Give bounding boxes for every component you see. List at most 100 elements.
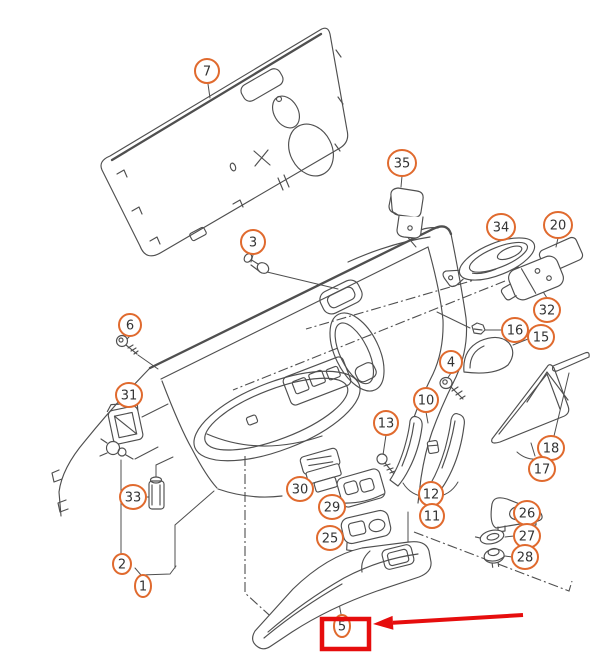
callout-ring-17 bbox=[528, 456, 556, 482]
callout-29: 29 bbox=[318, 494, 346, 520]
callout-17: 17 bbox=[528, 456, 556, 482]
callout-number-20: 20 bbox=[550, 219, 567, 234]
highlight-arrow-shaft bbox=[392, 613, 524, 625]
part-35-hook bbox=[388, 187, 424, 239]
part-12-trim-strip bbox=[426, 413, 465, 489]
callout-32: 32 bbox=[533, 297, 561, 323]
callout-number-11: 11 bbox=[424, 510, 441, 525]
part-34-interior-handle bbox=[442, 237, 536, 288]
callout-ring-29 bbox=[318, 494, 346, 520]
callout-31: 31 bbox=[115, 382, 143, 408]
part-29-window-switch bbox=[336, 468, 386, 508]
callout-ring-20 bbox=[543, 211, 573, 239]
callout-number-1: 1 bbox=[139, 580, 147, 595]
callout-number-18: 18 bbox=[543, 442, 560, 457]
highlight-annotation bbox=[319, 613, 524, 652]
callout-number-16: 16 bbox=[507, 324, 524, 339]
callout-25: 25 bbox=[316, 525, 344, 551]
callout-12: 12 bbox=[418, 481, 444, 507]
callout-13: 13 bbox=[373, 410, 399, 436]
callout-7: 7 bbox=[194, 58, 220, 84]
callout-35: 35 bbox=[387, 149, 417, 177]
callout-number-30: 30 bbox=[292, 483, 309, 498]
part-17-18-mirror-trim bbox=[491, 351, 590, 444]
callout-number-33: 33 bbox=[125, 491, 142, 506]
part-15-tweeter-cover bbox=[463, 336, 514, 374]
callout-number-15: 15 bbox=[533, 331, 550, 346]
callout-number-35: 35 bbox=[394, 157, 411, 172]
callout-ring-34 bbox=[486, 213, 516, 241]
callout-ring-30 bbox=[286, 476, 314, 502]
callout-18: 18 bbox=[537, 435, 565, 461]
part-33-clip bbox=[148, 476, 165, 510]
callout-ring-6 bbox=[118, 313, 142, 337]
callout-number-10: 10 bbox=[418, 394, 435, 409]
callout-number-34: 34 bbox=[493, 221, 510, 236]
door-trim-panel bbox=[51, 225, 468, 517]
callout-11: 11 bbox=[419, 503, 445, 529]
callout-number-32: 32 bbox=[539, 304, 556, 319]
callout-number-27: 27 bbox=[519, 530, 536, 545]
callout-ring-11 bbox=[419, 503, 445, 529]
callout-15: 15 bbox=[527, 324, 555, 350]
callout-26: 26 bbox=[513, 500, 541, 526]
callout-30: 30 bbox=[286, 476, 314, 502]
callout-27: 27 bbox=[513, 523, 541, 549]
callout-number-28: 28 bbox=[517, 551, 534, 566]
callout-28: 28 bbox=[511, 544, 539, 570]
part-7-insulation-panel bbox=[100, 27, 349, 257]
highlight-arrow-head bbox=[373, 615, 394, 630]
part-10-trim-strip bbox=[389, 415, 423, 487]
highlight-box bbox=[319, 616, 372, 652]
callout-3: 3 bbox=[240, 229, 266, 255]
callout-ring-2 bbox=[112, 553, 132, 575]
callout-ring-16 bbox=[501, 317, 529, 343]
callout-16: 16 bbox=[501, 317, 529, 343]
callout-ring-10 bbox=[413, 387, 439, 413]
callout-1: 1 bbox=[134, 574, 152, 598]
callout-4: 4 bbox=[439, 350, 463, 374]
callout-ring-28 bbox=[511, 544, 539, 570]
callout-10: 10 bbox=[413, 387, 439, 413]
callout-2: 2 bbox=[112, 553, 132, 575]
callout-33: 33 bbox=[119, 484, 147, 510]
callout-number-25: 25 bbox=[322, 532, 339, 547]
part-13-screw bbox=[376, 453, 396, 475]
part-27-seal-ring bbox=[474, 529, 505, 545]
callout-number-17: 17 bbox=[534, 463, 551, 478]
callout-number-5: 5 bbox=[338, 620, 346, 635]
bulb-socket bbox=[99, 438, 134, 460]
callout-number-12: 12 bbox=[423, 488, 440, 503]
callout-number-6: 6 bbox=[126, 319, 134, 334]
callout-ring-33 bbox=[119, 484, 147, 510]
part-16-clip bbox=[471, 322, 486, 335]
callout-ring-4 bbox=[439, 350, 463, 374]
callout-number-4: 4 bbox=[447, 356, 455, 371]
callout-20: 20 bbox=[543, 211, 573, 239]
part-4-screw bbox=[439, 376, 466, 400]
part-28-tweeter-speaker bbox=[483, 547, 505, 568]
part-5-armrest bbox=[252, 541, 432, 650]
callout-number-7: 7 bbox=[203, 65, 211, 80]
callout-ring-35 bbox=[387, 149, 417, 177]
callout-ring-25 bbox=[316, 525, 344, 551]
callout-number-3: 3 bbox=[249, 236, 257, 251]
callout-ring-32 bbox=[533, 297, 561, 323]
callout-number-13: 13 bbox=[378, 417, 395, 432]
part-30-switch bbox=[299, 447, 342, 493]
callout-6: 6 bbox=[118, 313, 142, 337]
callout-ring-15 bbox=[527, 324, 555, 350]
callout-ring-1 bbox=[134, 574, 152, 598]
part-6-screw bbox=[115, 334, 139, 355]
callout-ring-31 bbox=[115, 382, 143, 408]
callout-ring-7 bbox=[194, 58, 220, 84]
callout-34: 34 bbox=[486, 213, 516, 241]
callout-ring-3 bbox=[240, 229, 266, 255]
callout-number-2: 2 bbox=[118, 558, 126, 573]
callout-number-29: 29 bbox=[324, 501, 341, 516]
part-32-handle-trim bbox=[500, 255, 564, 301]
callout-ring-13 bbox=[373, 410, 399, 436]
